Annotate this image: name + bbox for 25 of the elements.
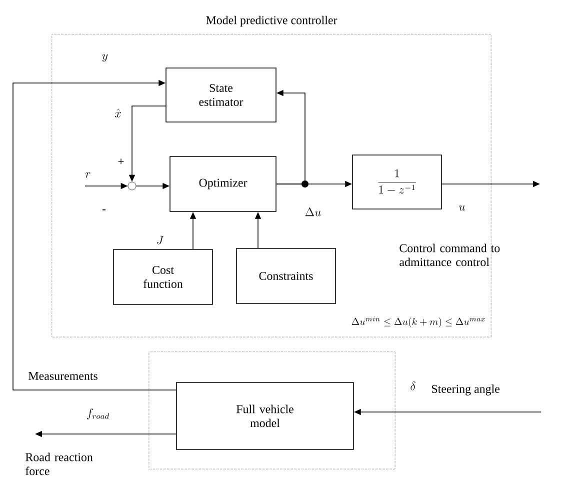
annotation-text: Road reaction force [26,452,93,476]
signal-label: $\delta$ [410,382,416,390]
signal-label: $J$ [157,236,164,244]
block-box: Cost function [113,249,213,305]
annotation-text: Control command to admittance control [400,244,500,266]
annotation-text: Steering angle [432,384,500,396]
annotation-text: Measurements [28,372,98,380]
signal-label: $r$ [86,172,90,178]
signal-label: $\hat{x}$ [115,108,121,118]
block-box: Constraints [236,248,336,304]
constraint-formula: $\Delta u^{min} \le \Delta u(k+m) \le \Delta u^{max}$ [352,316,485,328]
arrow [12,80,176,390]
node-label: Model predictive controller [206,16,338,27]
sign-label: + [118,158,124,164]
summing-junction [128,182,136,190]
block-box: State estimator [166,68,276,122]
signal-label: $f_{road}$ [86,408,110,420]
block-box: Optimizer [170,156,276,212]
transfer-function-box: $\frac{1}{1-z^{-1}}$ [352,154,442,210]
signal-label: $u$ [459,205,465,211]
signal-label: $y$ [102,54,108,62]
block-box: Full vehicle model [176,382,354,450]
signal-label: $\Delta u$ [305,208,321,216]
sign-label: - [102,209,106,210]
dotted-frame [148,352,396,470]
